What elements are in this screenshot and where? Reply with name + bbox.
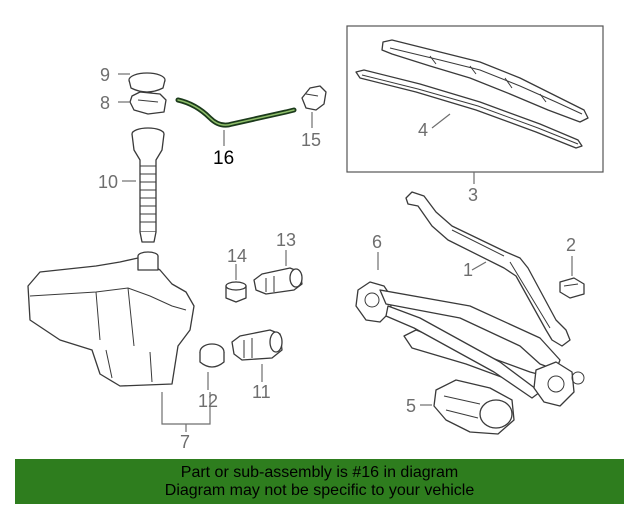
banner-line-1: Part or sub-assembly is #16 in diagram (180, 463, 459, 481)
banner-line-2: Diagram may not be specific to your vehi… (164, 481, 475, 499)
leader-1 (471, 261, 487, 271)
wiper-linkage (355, 281, 585, 407)
callout-5: 5 (406, 396, 416, 416)
callout-1: 1 (463, 260, 473, 280)
washer-pump (253, 267, 303, 295)
wiper-arm (405, 191, 571, 347)
callout-8: 8 (100, 93, 110, 113)
callout-16: 16 (213, 148, 234, 169)
callout-13: 13 (276, 230, 296, 250)
callout-14: 14 (227, 246, 247, 266)
callout-4: 4 (418, 120, 428, 140)
cap (128, 72, 166, 93)
grommet-12 (199, 343, 225, 368)
callout-2: 2 (566, 235, 576, 255)
callout-9: 9 (100, 65, 110, 85)
notice-banner: Part or sub-assembly is #16 in diagram D… (15, 459, 624, 504)
nut (559, 277, 585, 299)
callout-6: 6 (372, 232, 382, 252)
wiper-motor (433, 379, 515, 435)
nozzle (301, 85, 327, 111)
callout-7: 7 (180, 432, 190, 452)
wiper-blade-inset (346, 25, 604, 173)
hose-16 (175, 97, 297, 128)
callout-labels: 1 2 3 4 5 6 7 8 9 10 11 12 13 14 15 16 (98, 65, 576, 452)
parts-diagram: 1 2 3 4 5 6 7 8 9 10 11 12 13 14 15 16 (27, 25, 604, 452)
callout-12: 12 (198, 391, 218, 411)
filler-neck (131, 127, 165, 243)
callout-10: 10 (98, 172, 118, 192)
bracket (129, 91, 167, 115)
callout-11: 11 (252, 382, 271, 402)
callout-15: 15 (301, 130, 321, 150)
grommet (225, 281, 247, 303)
leader-4 (431, 113, 451, 129)
washer-pump-11 (231, 329, 283, 361)
callout-3: 3 (468, 185, 478, 205)
washer-tank (27, 251, 195, 387)
